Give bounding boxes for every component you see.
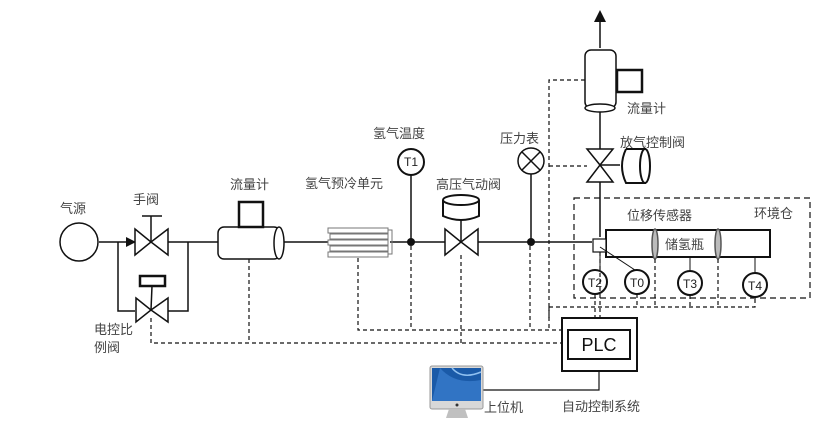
displacement-sensor-ring: [651, 228, 659, 260]
sensor-t3: T3: [677, 270, 703, 296]
pressure-gauge: 压力表: [500, 132, 545, 246]
environment-chamber-label: 环境仓: [754, 207, 793, 222]
displacement-sensor-label: 位移传感器: [627, 208, 692, 224]
inlet-flowmeter: 流量计: [217, 178, 285, 260]
manual-valve[interactable]: 手阀: [133, 193, 169, 257]
gas-source-label: 气源: [60, 201, 86, 217]
sensor-t4: T4: [742, 272, 768, 298]
control-signal-lines: [150, 79, 756, 344]
sensor-t2-label: T2: [588, 276, 602, 290]
proportional-valve[interactable]: 电控比 例阀: [94, 274, 169, 356]
manual-valve-label: 手阀: [133, 193, 159, 208]
sensor-t3-label: T3: [683, 277, 697, 291]
auto-control-system-label: 自动控制系统: [562, 400, 640, 415]
plc-label: PLC: [581, 335, 616, 355]
sensor-t1-label: T1: [404, 155, 418, 169]
pneumatic-valve[interactable]: 高压气动阀: [436, 177, 501, 257]
outlet-flowmeter: 流量计: [584, 49, 666, 117]
storage-bottle-label: 储氢瓶: [665, 238, 704, 253]
displacement-sensor-ring: [714, 228, 722, 260]
flow-arrow-icon: [126, 237, 136, 247]
environment-chamber: 环境仓 位移传感器: [573, 197, 811, 299]
outlet-flowmeter-label: 流量计: [627, 102, 666, 117]
vent-control-valve-label: 放气控制阀: [620, 135, 685, 151]
hydrogen-temp-label: 氢气温度: [373, 126, 425, 142]
sensor-t2: T2: [582, 269, 608, 295]
proportional-valve-label-line2: 例阀: [94, 341, 120, 356]
host-computer-label: 上位机: [484, 401, 523, 416]
sensor-t0-label: T0: [630, 276, 644, 290]
host-computer[interactable]: 上位机: [429, 365, 523, 418]
pneumatic-valve-label: 高压气动阀: [436, 177, 501, 193]
vent-arrow-icon: [594, 10, 606, 22]
hydrogen-temperature-sensor: T1 氢气温度: [373, 126, 425, 246]
sensor-t4-label: T4: [748, 279, 762, 293]
storage-bottle: 储氢瓶: [592, 228, 771, 273]
gas-source: 气源: [59, 201, 99, 262]
proportional-valve-label-line1: 电控比: [94, 323, 133, 338]
precooling-unit-label: 氢气预冷单元: [305, 176, 383, 192]
inlet-flowmeter-label: 流量计: [230, 178, 269, 193]
plc-controller[interactable]: PLC 自动控制系统: [561, 317, 640, 415]
precooling-unit: 氢气预冷单元: [305, 176, 393, 258]
sensor-t0: T0: [624, 269, 650, 295]
vent-control-valve[interactable]: 放气控制阀: [585, 135, 685, 184]
pressure-gauge-label: 压力表: [500, 132, 539, 147]
